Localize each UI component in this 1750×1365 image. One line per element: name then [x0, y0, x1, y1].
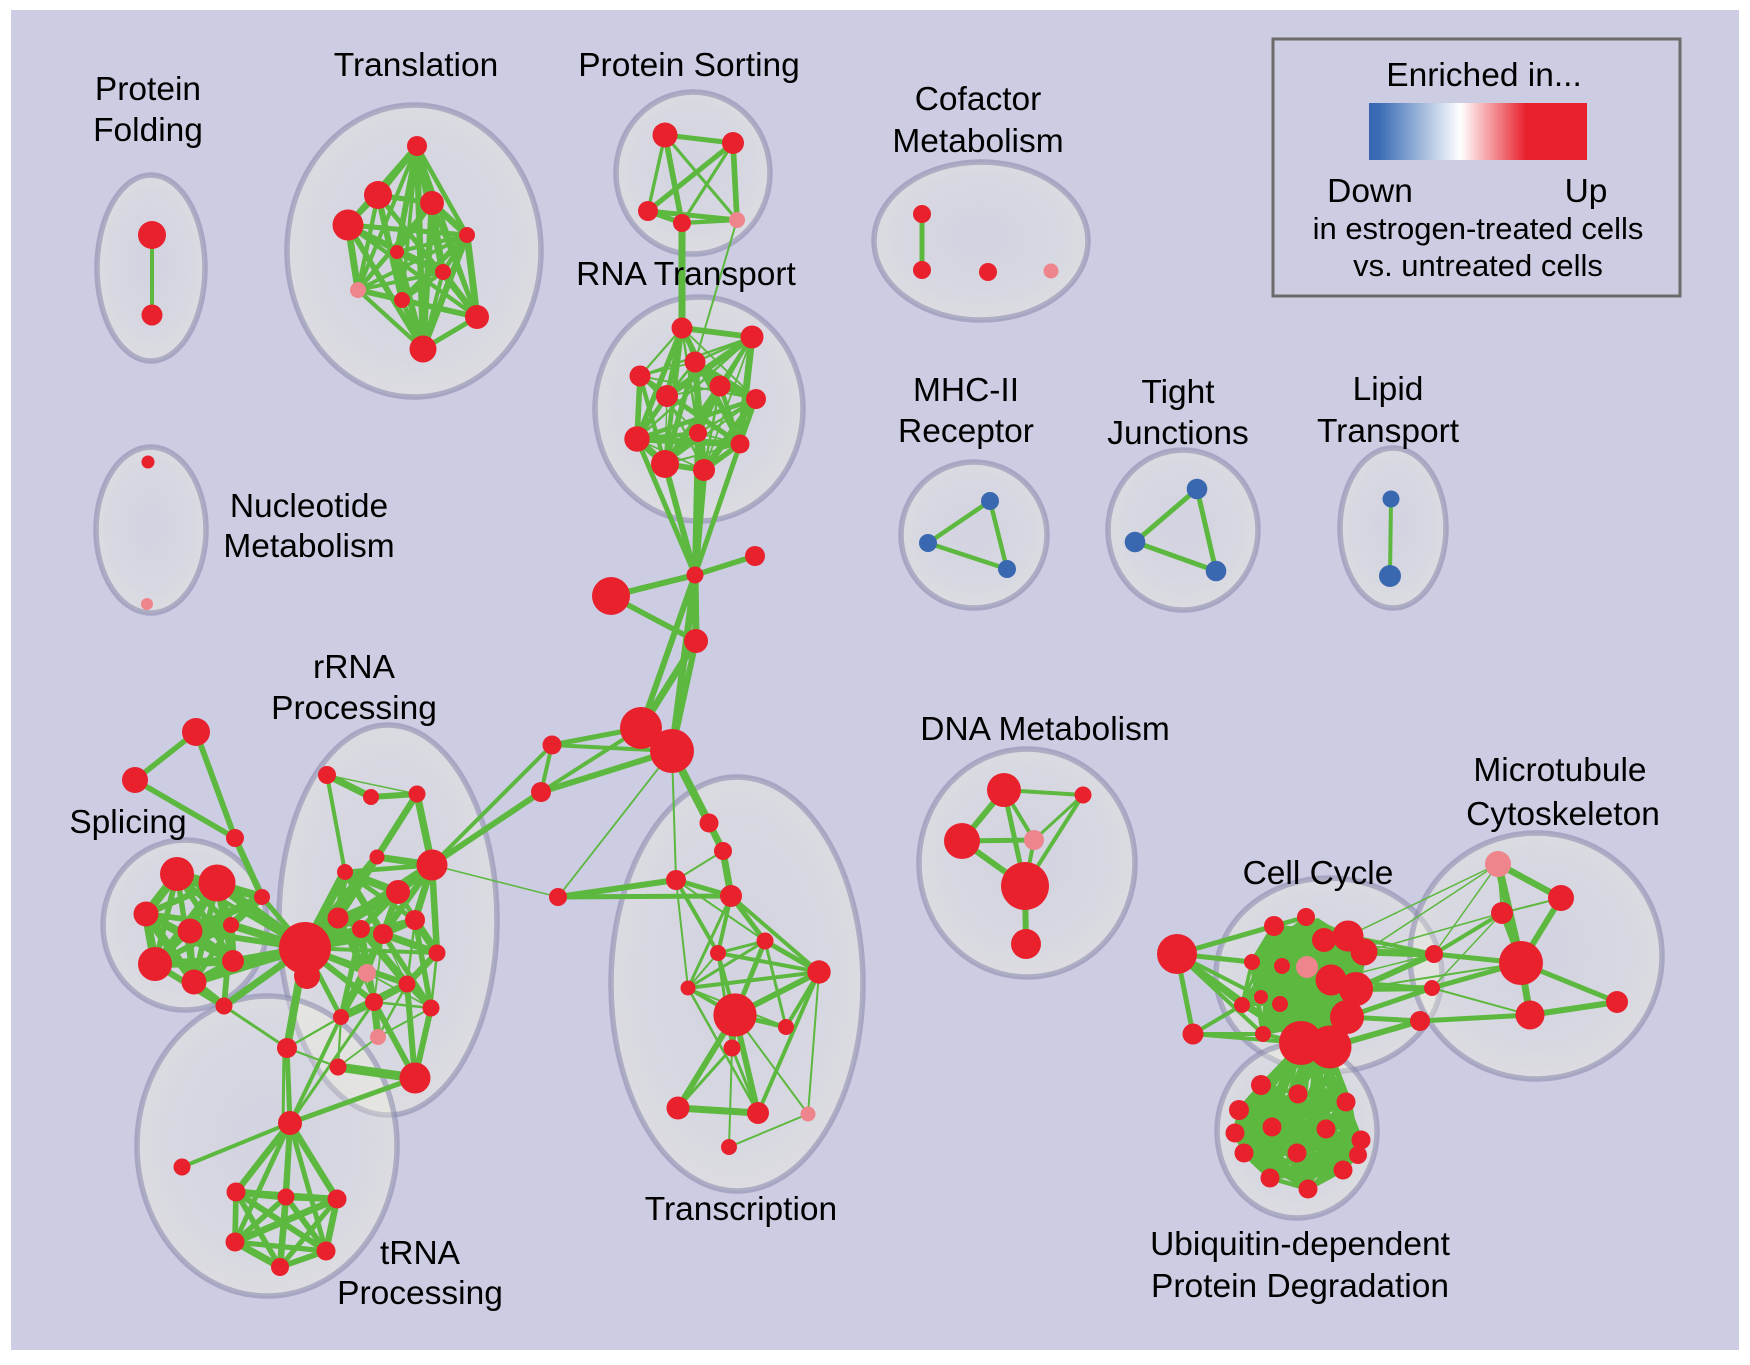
svg-text:Lipid: Lipid	[1353, 371, 1424, 408]
svg-text:Enriched in...: Enriched in...	[1386, 57, 1582, 94]
svg-text:Microtubule: Microtubule	[1473, 752, 1646, 789]
svg-text:Receptor: Receptor	[898, 413, 1034, 450]
svg-text:Splicing: Splicing	[69, 804, 186, 841]
svg-text:Cofactor: Cofactor	[915, 81, 1042, 118]
svg-text:in estrogen-treated cells: in estrogen-treated cells	[1313, 211, 1644, 246]
svg-text:Cytoskeleton: Cytoskeleton	[1466, 796, 1660, 833]
svg-text:Protein Degradation: Protein Degradation	[1151, 1268, 1449, 1305]
svg-text:Processing: Processing	[337, 1275, 503, 1312]
svg-text:Cell Cycle: Cell Cycle	[1243, 855, 1394, 892]
svg-text:RNA Transport: RNA Transport	[576, 256, 796, 293]
svg-text:Protein Sorting: Protein Sorting	[578, 47, 800, 84]
svg-text:Ubiquitin-dependent: Ubiquitin-dependent	[1150, 1226, 1451, 1263]
svg-text:vs. untreated cells: vs. untreated cells	[1353, 248, 1603, 283]
svg-text:rRNA: rRNA	[313, 649, 396, 686]
svg-text:Tight: Tight	[1141, 374, 1215, 411]
svg-text:Transport: Transport	[1317, 413, 1460, 450]
svg-text:Metabolism: Metabolism	[892, 123, 1063, 160]
svg-text:Down: Down	[1327, 173, 1413, 210]
svg-text:Folding: Folding	[93, 112, 203, 149]
svg-text:Translation: Translation	[334, 47, 498, 84]
svg-text:DNA Metabolism: DNA Metabolism	[920, 711, 1169, 748]
svg-text:Up: Up	[1565, 173, 1608, 210]
svg-text:Processing: Processing	[271, 690, 437, 727]
svg-text:Nucleotide: Nucleotide	[230, 488, 388, 525]
svg-text:MHC-II: MHC-II	[913, 372, 1019, 409]
svg-text:Protein: Protein	[95, 71, 201, 108]
svg-text:Junctions: Junctions	[1107, 415, 1249, 452]
svg-text:tRNA: tRNA	[380, 1235, 461, 1272]
svg-text:Transcription: Transcription	[645, 1191, 837, 1228]
svg-text:Metabolism: Metabolism	[223, 528, 394, 565]
